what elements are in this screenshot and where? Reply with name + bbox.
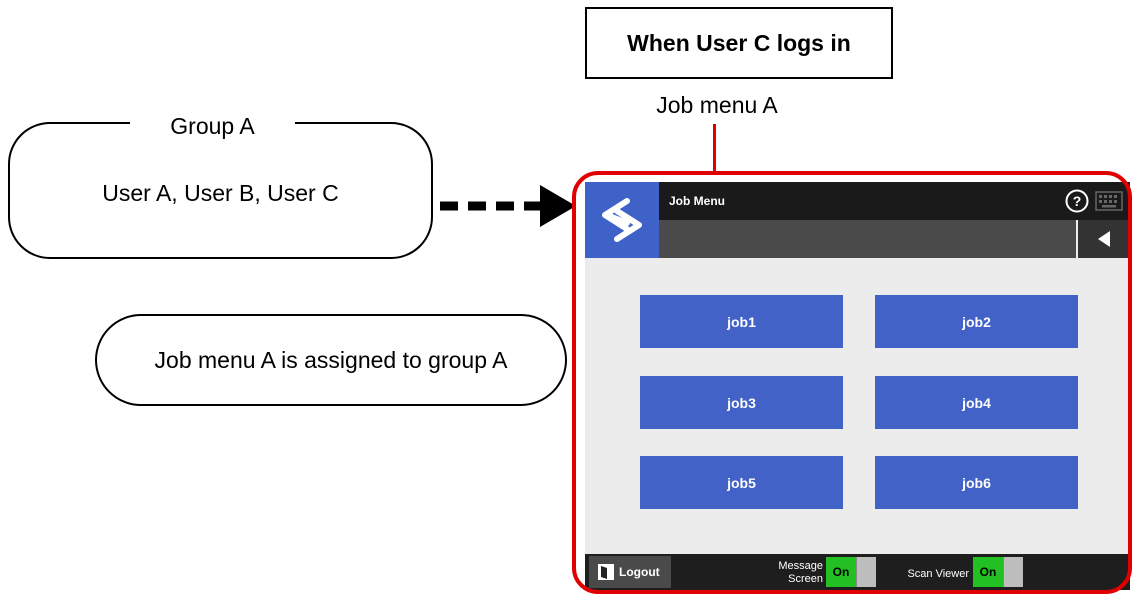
message-screen-label: Message Screen [765, 560, 823, 586]
message-toggle-state: On [826, 557, 856, 587]
login-callout-box: When User C logs in [585, 7, 893, 79]
job-button-1[interactable]: job1 [640, 295, 843, 348]
logout-button[interactable]: Logout [589, 556, 671, 588]
switch-arrows-icon [602, 198, 642, 242]
job-button-4[interactable]: job4 [875, 376, 1078, 429]
message-label-line2: Screen [788, 573, 823, 585]
toggle-knob [1003, 557, 1023, 587]
job-button-3[interactable]: job3 [640, 376, 843, 429]
help-icon[interactable]: ? [1065, 189, 1089, 213]
group-members: User A, User B, User C [102, 180, 339, 206]
login-callout-text: When User C logs in [627, 29, 851, 56]
assignment-note-text: Job menu A is assigned to group A [154, 346, 508, 373]
job-button-2[interactable]: job2 [875, 295, 1078, 348]
message-label-line1: Message [778, 560, 823, 572]
scan-viewer-toggle-state: On [973, 557, 1003, 587]
back-button[interactable] [1076, 220, 1130, 258]
left-triangle-icon [1098, 231, 1110, 247]
screen-title: Job Menu [669, 194, 725, 208]
connector-line [713, 124, 716, 174]
job-menu-highlight-frame [572, 171, 1132, 594]
job-button-5[interactable]: job5 [640, 456, 843, 509]
logout-icon [598, 564, 614, 580]
job-menu-label: Job menu A [656, 92, 778, 118]
dashed-arrow [440, 185, 576, 227]
svg-text:?: ? [1073, 193, 1082, 209]
logout-label: Logout [619, 565, 660, 579]
message-screen-toggle[interactable]: On [826, 557, 876, 587]
toggle-knob [856, 557, 876, 587]
job-button-6[interactable]: job6 [875, 456, 1078, 509]
title-bar [659, 182, 1130, 220]
scan-viewer-label: Scan Viewer [907, 568, 969, 580]
sub-bar [659, 220, 1130, 258]
scan-viewer-toggle[interactable]: On [973, 557, 1023, 587]
job-menu-screen: Job Menu ? job1 job2 job3 job4 job5 job6… [585, 182, 1130, 590]
assignment-note: Job menu A is assigned to group A [95, 314, 567, 406]
group-title: Group A [130, 112, 295, 140]
